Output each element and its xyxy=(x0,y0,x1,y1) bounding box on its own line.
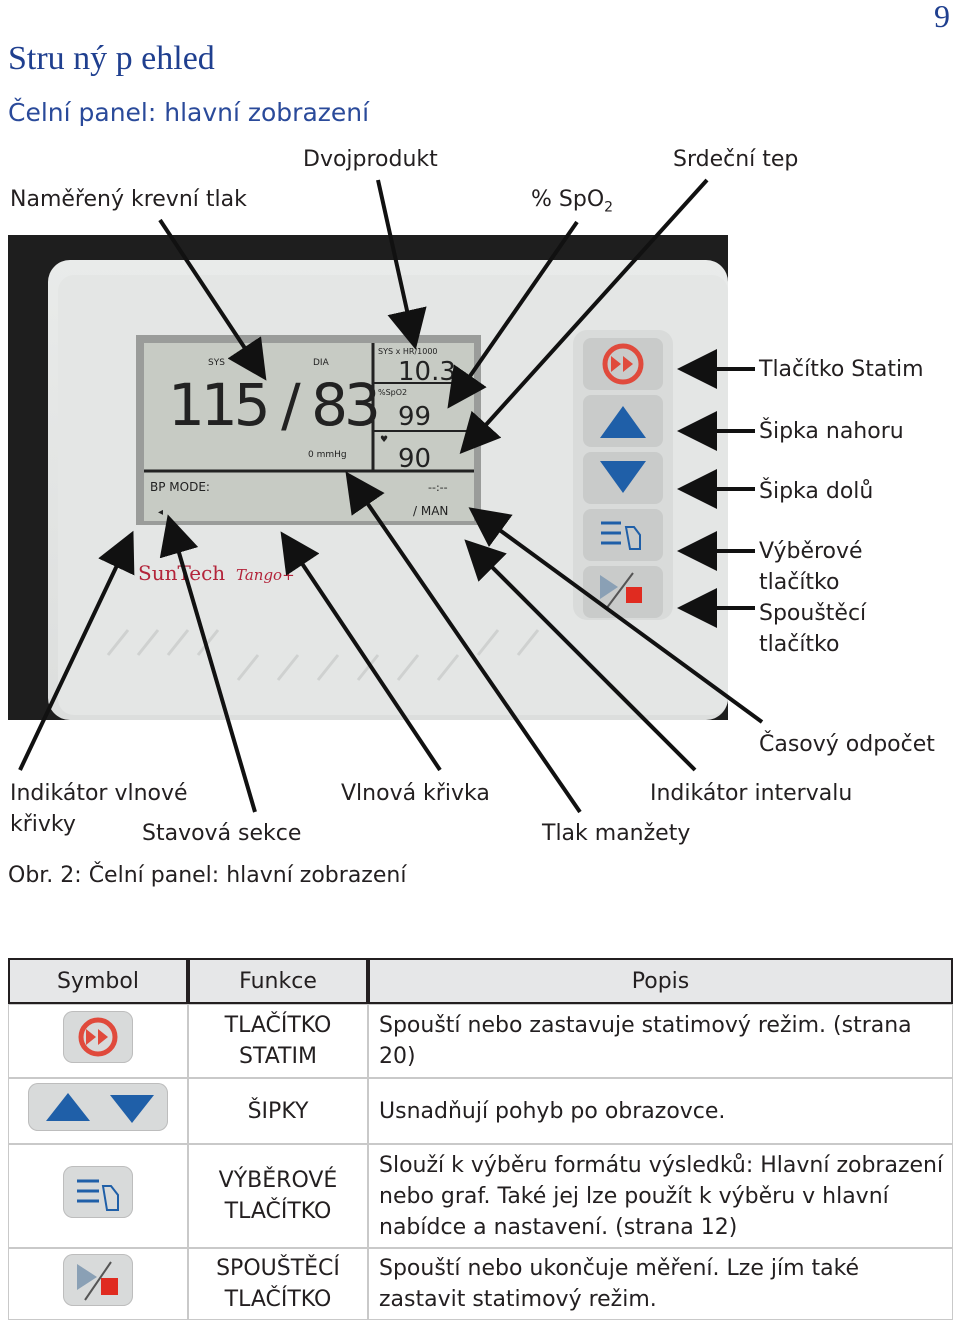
label-arrow-up: Šipka nahoru xyxy=(759,419,904,444)
label-statim-button: Tlačítko Statim xyxy=(759,357,924,382)
arrow-keys-icon xyxy=(28,1082,168,1131)
lcd-timer: --:-- xyxy=(428,481,448,494)
lcd-sys-label: SYS xyxy=(208,358,225,368)
description-cell: Slouží k výběru formátu výsledků: Hlavní… xyxy=(368,1144,953,1248)
figure-caption: Obr. 2: Čelní panel: hlavní zobrazení xyxy=(8,863,407,888)
heart-icon: ♥ xyxy=(380,435,388,445)
lcd-spo2-value: 99 xyxy=(398,402,431,432)
lcd-mode-value: / MAN xyxy=(413,504,448,518)
label-heart-rate: Srdeční tep xyxy=(673,147,799,172)
function-cell: ŠIPKY xyxy=(188,1078,368,1144)
symbol-cell xyxy=(8,1004,188,1078)
symbol-cell xyxy=(8,1248,188,1320)
description-cell: Usnadňují pohyb po obrazovce. xyxy=(368,1078,953,1144)
select-icon xyxy=(63,1165,133,1218)
arrow-up-button-photo[interactable] xyxy=(583,395,663,447)
select-button-photo[interactable] xyxy=(583,509,663,561)
start-stop-icon xyxy=(63,1253,133,1306)
lcd-spo2-label: %SpO2 xyxy=(378,388,407,397)
lcd-bp-reading: 115 / 83 xyxy=(168,371,377,439)
subheading: Čelní panel: hlavní zobrazení xyxy=(8,98,370,127)
lcd-mode-label: BP MODE: xyxy=(150,480,210,494)
label-cuff-pressure: Tlak manžety xyxy=(542,821,691,846)
header-function: Funkce xyxy=(188,958,368,1004)
label-interval-indicator: Indikátor intervalu xyxy=(650,781,853,806)
lcd-dia-label: DIA xyxy=(313,358,330,368)
header-description: Popis xyxy=(368,958,953,1004)
symbol-cell xyxy=(8,1144,188,1248)
model-logo: Tango+ xyxy=(236,566,295,584)
page-number: 9 xyxy=(934,0,950,34)
wave-indicator-icon: ◂ xyxy=(158,507,163,518)
lcd-cuff-pressure: 0 mmHg xyxy=(308,450,347,460)
label-measured-bp: Naměřený krevní tlak xyxy=(10,187,247,212)
statim-icon xyxy=(63,1010,133,1063)
lcd-hr-value: 90 xyxy=(398,444,431,474)
label-arrow-down: Šipka dolů xyxy=(759,479,874,504)
arrow-down-button-photo[interactable] xyxy=(583,452,663,504)
symbol-cell xyxy=(8,1078,188,1144)
label-countdown: Časový odpočet xyxy=(759,732,935,757)
section-heading: Stru ný p ehled xyxy=(8,40,215,77)
description-cell: Spouští nebo zastavuje statimový režim. … xyxy=(368,1004,953,1078)
label-waveform: Vlnová křivka xyxy=(341,781,490,806)
statim-button-photo[interactable] xyxy=(583,338,663,390)
table-header-row: Symbol Funkce Popis xyxy=(8,958,953,1004)
lcd-dual-label: SYS x HR/1000 xyxy=(378,347,438,356)
table-row: ŠIPKY Usnadňují pohyb po obrazovce. xyxy=(8,1078,953,1144)
label-status-section: Stavová sekce xyxy=(142,821,302,846)
callout-arrows xyxy=(18,178,764,814)
description-cell: Spouští nebo ukončuje měření. Lze jím ta… xyxy=(368,1248,953,1320)
header-symbol: Symbol xyxy=(8,958,188,1004)
lcd-dual-value: 10.3 xyxy=(398,357,456,387)
label-dual-product: Dvojprodukt xyxy=(303,147,438,172)
label-spo2: % SpO2 xyxy=(531,187,614,216)
